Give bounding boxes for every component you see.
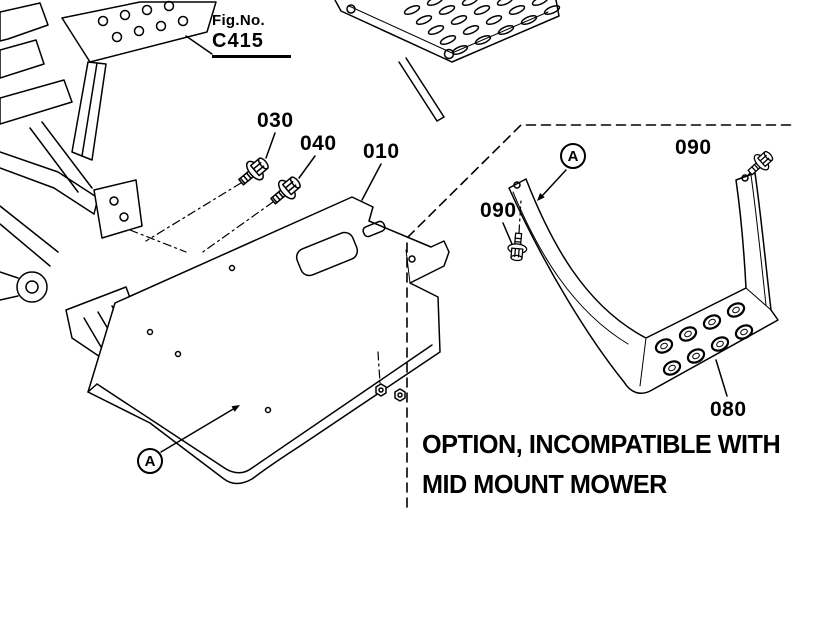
leader-010	[361, 163, 382, 201]
callout-a-right-arrow	[537, 169, 567, 201]
weld-nut	[394, 388, 406, 402]
step-grommets	[654, 302, 754, 376]
leader-080	[715, 359, 728, 397]
part-label-040: 040	[300, 132, 337, 155]
leader-fig-number	[185, 35, 213, 55]
weld-nut	[375, 383, 387, 397]
part-label-090-right: 090	[675, 136, 712, 159]
callout-a-left-letter: A	[144, 452, 156, 470]
leader-030	[265, 132, 276, 159]
callout-a-right: A	[560, 143, 586, 169]
bolt-090-left-centerline	[518, 199, 522, 234]
bolt-040-centerline	[199, 201, 274, 255]
bolt-090-left	[507, 232, 528, 262]
option-step-bracket	[508, 172, 779, 394]
figure-number-block: Fig.No. C415	[212, 12, 291, 58]
figure-label: Fig.No.	[212, 12, 265, 29]
bolt-030-centerline	[145, 182, 242, 242]
option-note-line2: MID MOUNT MOWER	[422, 469, 667, 499]
part-label-010: 010	[363, 140, 400, 163]
main-step-plate	[87, 196, 450, 485]
floor-panel	[334, 0, 561, 122]
part-label-080: 080	[710, 398, 747, 421]
bolt-090-right	[747, 150, 774, 176]
bolt-030	[238, 157, 269, 186]
part-label-090-left: 090	[480, 199, 517, 222]
part-label-030: 030	[257, 109, 294, 132]
option-note-line1: OPTION, INCOMPATIBLE WITH	[422, 429, 781, 459]
leader-090-left	[502, 222, 513, 245]
callout-a-right-letter: A	[567, 147, 579, 165]
bolt-040	[270, 176, 301, 205]
leader-040	[298, 155, 316, 179]
figure-number: C415	[212, 30, 264, 52]
callout-a-left-arrow	[160, 405, 240, 453]
callout-a-left: A	[137, 448, 163, 474]
option-note: OPTION, INCOMPATIBLE WITH MID MOUNT MOWE…	[422, 424, 781, 504]
option-boundary	[406, 124, 796, 508]
